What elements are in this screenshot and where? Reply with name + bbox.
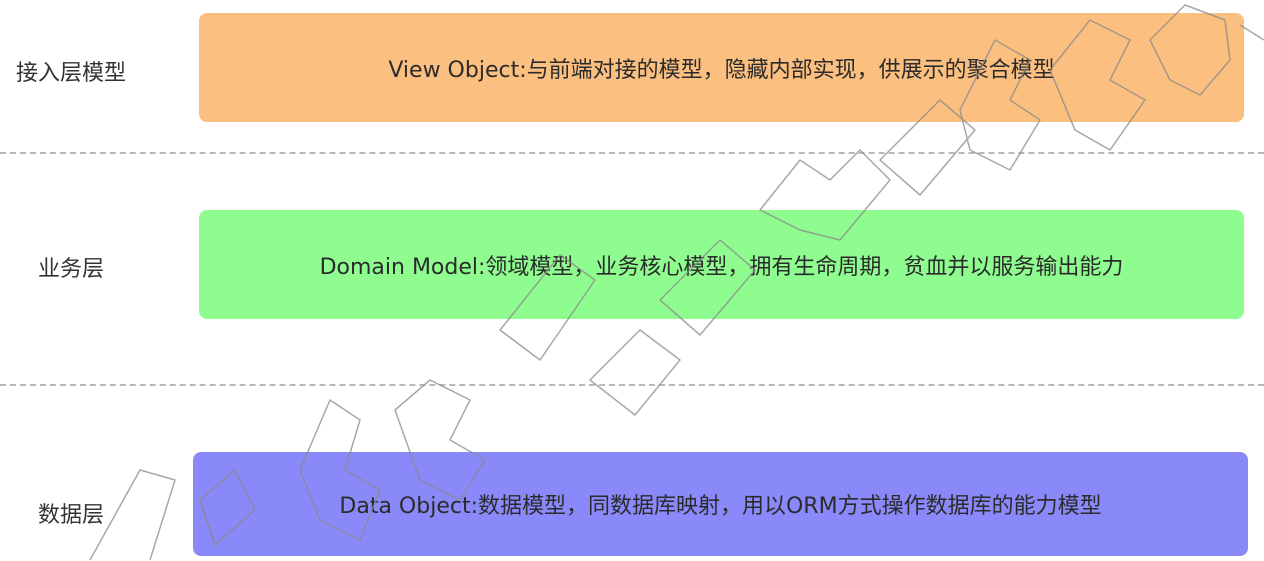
business-layer-box: Domain Model:领域模型，业务核心模型，拥有生命周期，贫血并以服务输出… bbox=[199, 210, 1244, 319]
data-layer-box: Data Object:数据模型，同数据库映射，用以ORM方式操作数据库的能力模… bbox=[193, 452, 1248, 556]
divider-2 bbox=[0, 384, 1264, 386]
business-layer-description: Domain Model:领域模型，业务核心模型，拥有生命周期，贫血并以服务输出… bbox=[319, 254, 1124, 280]
business-layer-label: 业务层 bbox=[38, 257, 105, 282]
access-layer-box: View Object:与前端对接的模型，隐藏内部实现，供展示的聚合模型 bbox=[199, 13, 1244, 122]
divider-1 bbox=[0, 152, 1264, 154]
access-layer-label: 接入层模型 bbox=[16, 61, 127, 86]
data-layer-description: Data Object:数据模型，同数据库映射，用以ORM方式操作数据库的能力模… bbox=[339, 494, 1102, 519]
data-layer-label: 数据层 bbox=[38, 503, 105, 528]
access-layer-description: View Object:与前端对接的模型，隐藏内部实现，供展示的聚合模型 bbox=[388, 57, 1055, 83]
